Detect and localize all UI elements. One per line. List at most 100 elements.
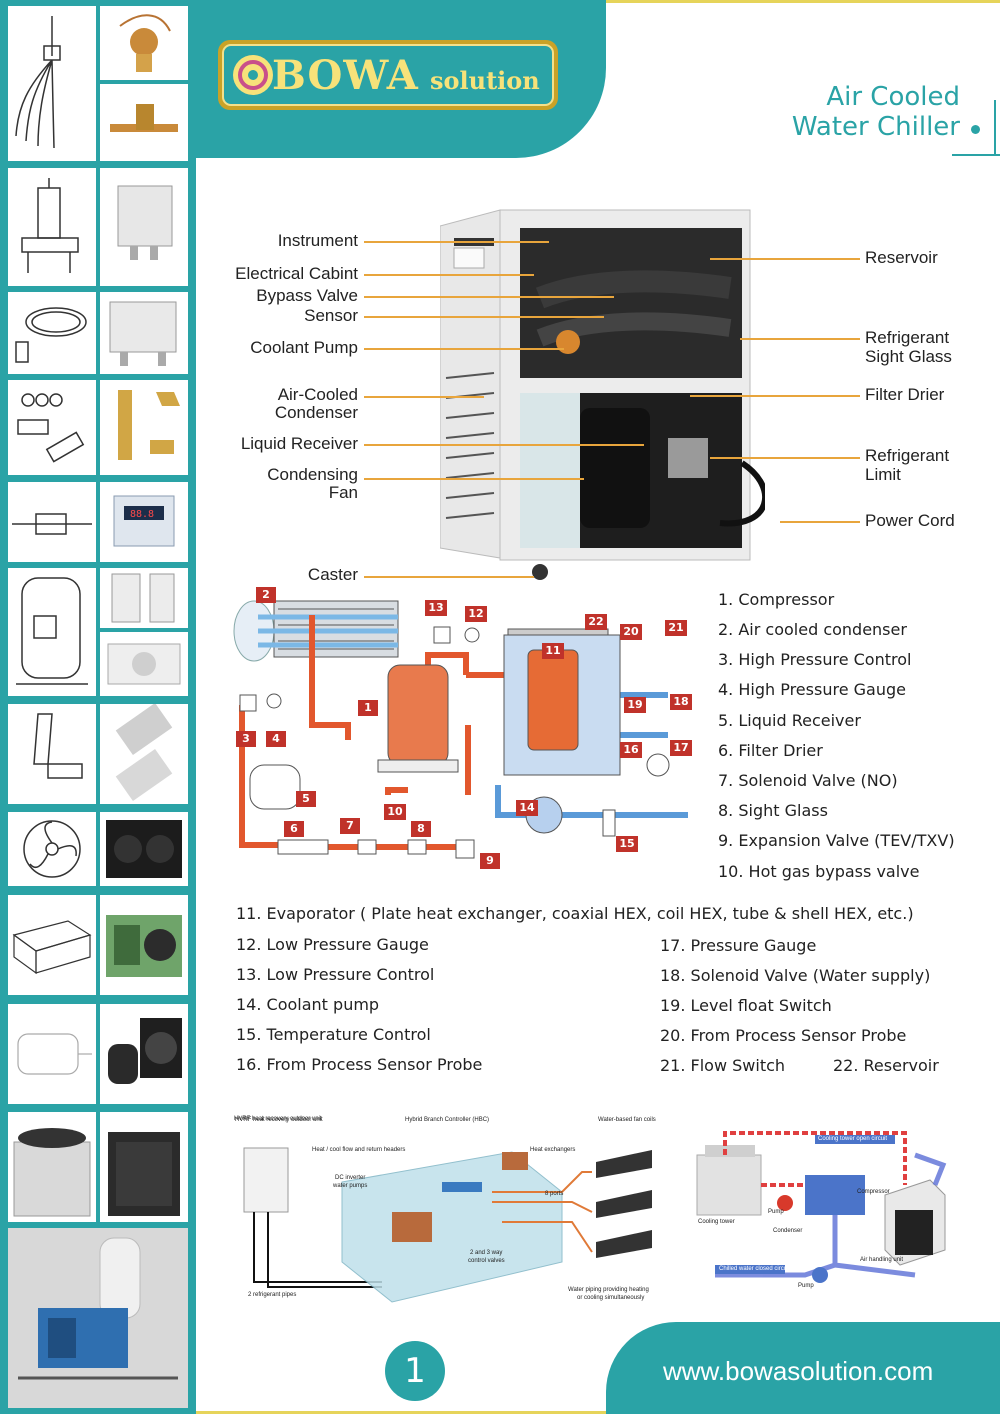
legend-item: 15. Temperature Control: [236, 1025, 431, 1044]
brand-emblem-icon: [233, 55, 273, 95]
legend-item: 7. Solenoid Valve (NO): [718, 771, 898, 790]
condensing-unit-icon: [100, 895, 188, 995]
schematic-tag-15: 15: [616, 836, 638, 852]
schematic-tag-21: 21: [665, 620, 687, 636]
left-product-strip: 88.8: [0, 0, 196, 1414]
schematic-tag-8: 8: [411, 821, 431, 837]
label-hbc: Hybrid Branch Controller (HBC): [405, 1117, 490, 1123]
label-water-piping-1: Water piping providing heating: [568, 1287, 649, 1293]
legend-item: 12. Low Pressure Gauge: [236, 935, 429, 954]
legend-item: 5. Liquid Receiver: [718, 711, 861, 730]
callout-caster: Caster: [307, 565, 358, 584]
capillary-tube-icon: [8, 292, 96, 374]
sight-glass-sketch-icon: [8, 380, 96, 475]
callout-filter-drier: Filter Drier: [865, 385, 945, 404]
callout-instrument: Instrument: [277, 231, 358, 250]
footer-band: [606, 1322, 1000, 1414]
expansion-valve-icon: [100, 6, 188, 80]
title-rule-vertical: [994, 100, 996, 156]
callout-condensing: Condensing: [267, 465, 358, 484]
legend-item: 20. From Process Sensor Probe: [660, 1026, 907, 1045]
schematic-tag-5: 5: [296, 791, 316, 807]
label-hvrf: HVRF heat recovery outdoor unit: [235, 1117, 323, 1123]
leader-line: [740, 338, 860, 340]
din-relay-icon: [100, 568, 188, 628]
compressor-unit-icon: [100, 1004, 188, 1104]
leader-line: [364, 576, 534, 578]
label-dc-pumps-1: DC inverter: [335, 1175, 366, 1181]
leader-line: [364, 316, 604, 318]
leader-line: [364, 274, 534, 276]
label-open-circuit: Cooling tower open circuit: [818, 1136, 888, 1142]
label-headers: Heat / cool flow and return headers: [312, 1147, 406, 1153]
schematic-tag-10: 10: [384, 804, 406, 820]
fan-coil-sketch-icon: [8, 895, 96, 995]
schematic-tag-20: 20: [620, 624, 642, 640]
schematic-tag-2: 2: [256, 587, 276, 603]
label-pump-2: Pump: [798, 1283, 814, 1289]
callout-electrical-cabint: Electrical Cabint: [235, 264, 358, 283]
legend-item: 13. Low Pressure Control: [236, 965, 435, 984]
schematic-tag-3: 3: [236, 731, 256, 747]
callout-sight-glass: Sight Glass: [865, 347, 952, 366]
website-link[interactable]: www.bowasolution.com: [663, 1356, 934, 1386]
schematic-tag-4: 4: [266, 731, 286, 747]
legend-item-11: 11. Evaporator ( Plate heat exchanger, c…: [236, 904, 914, 923]
label-water-piping-2: or cooling simultaneously: [577, 1295, 645, 1301]
filter-drier-sketch-icon: [8, 482, 96, 562]
label-refrigerant-pipes: 2 refrigerant pipes: [248, 1292, 297, 1298]
controller-icon: 88.8: [100, 482, 188, 562]
legend-item: 1. Compressor: [718, 590, 835, 609]
chiller-box-icon: [100, 1112, 188, 1222]
logo-wordmark: BOWA: [272, 52, 419, 99]
schematic-tag-1: 1: [358, 700, 378, 716]
legend-item: 2. Air cooled condenser: [718, 620, 907, 639]
label-closed-circuit: Chilled water closed circuit: [719, 1266, 791, 1272]
schematic-tag-22: 22: [585, 614, 607, 630]
legend-item: 4. High Pressure Gauge: [718, 680, 906, 699]
label-heat-exchangers: Heat exchangers: [530, 1147, 576, 1153]
callout-reservoir: Reservoir: [865, 248, 938, 267]
callout-refrigerant: Refrigerant: [865, 328, 950, 347]
callout-sensor: Sensor: [304, 306, 358, 325]
callout-condenser: Condenser: [274, 403, 358, 422]
legend-item: 18. Solenoid Valve (Water supply): [660, 966, 931, 985]
fan-blade-icon: [8, 812, 96, 886]
schematic-tag-13: 13: [425, 600, 447, 616]
door-hinge-icon: [100, 704, 188, 804]
access-valve-icon: [100, 380, 188, 475]
label-air-handling-unit: Air handling unit: [860, 1257, 904, 1263]
schematic-tag-9: 9: [480, 853, 500, 869]
callout-power-cord: Power Cord: [865, 511, 955, 530]
leader-line: [364, 444, 644, 446]
page-title-line1: Air Cooled: [826, 82, 960, 112]
callout-liquid-receiver: Liquid Receiver: [240, 434, 358, 453]
page-number: 1: [385, 1341, 445, 1401]
logo-subtitle: solution: [430, 66, 540, 95]
title-bullet-icon: [971, 125, 980, 134]
callout-air-cooled: Air-Cooled: [277, 385, 358, 404]
schematic-tag-17: 17: [670, 740, 692, 756]
legend-item: 19. Level float Switch: [660, 996, 832, 1015]
leader-line: [690, 395, 860, 397]
water-tank-system-icon: [8, 1228, 188, 1408]
label-compressor: Compressor: [857, 1189, 890, 1195]
legend-item: 6. Filter Drier: [718, 741, 823, 760]
schematic-tag-18: 18: [670, 694, 692, 710]
leader-line: [780, 521, 860, 523]
callout-limit: Limit: [865, 465, 901, 484]
evaporator-unit-icon: [100, 632, 188, 696]
hinge-sketch-icon: [8, 704, 96, 804]
brand-logo[interactable]: BOWA solution: [218, 40, 558, 110]
callout-fan: Fan: [328, 483, 358, 502]
capillary-valve-icon: [8, 6, 96, 161]
leader-line: [364, 241, 549, 243]
callout-refrigerant-limit-1: Refrigerant: [865, 446, 950, 465]
schematic-tag-16: 16: [620, 742, 642, 758]
schematic-tag-12: 12: [465, 606, 487, 622]
leader-line: [364, 296, 614, 298]
legend-item: 10. Hot gas bypass valve: [718, 862, 920, 881]
legend-item: 21. Flow Switch: [660, 1056, 786, 1075]
pressure-switch-icon: [100, 168, 188, 286]
motor-sketch-icon: [8, 1004, 96, 1104]
